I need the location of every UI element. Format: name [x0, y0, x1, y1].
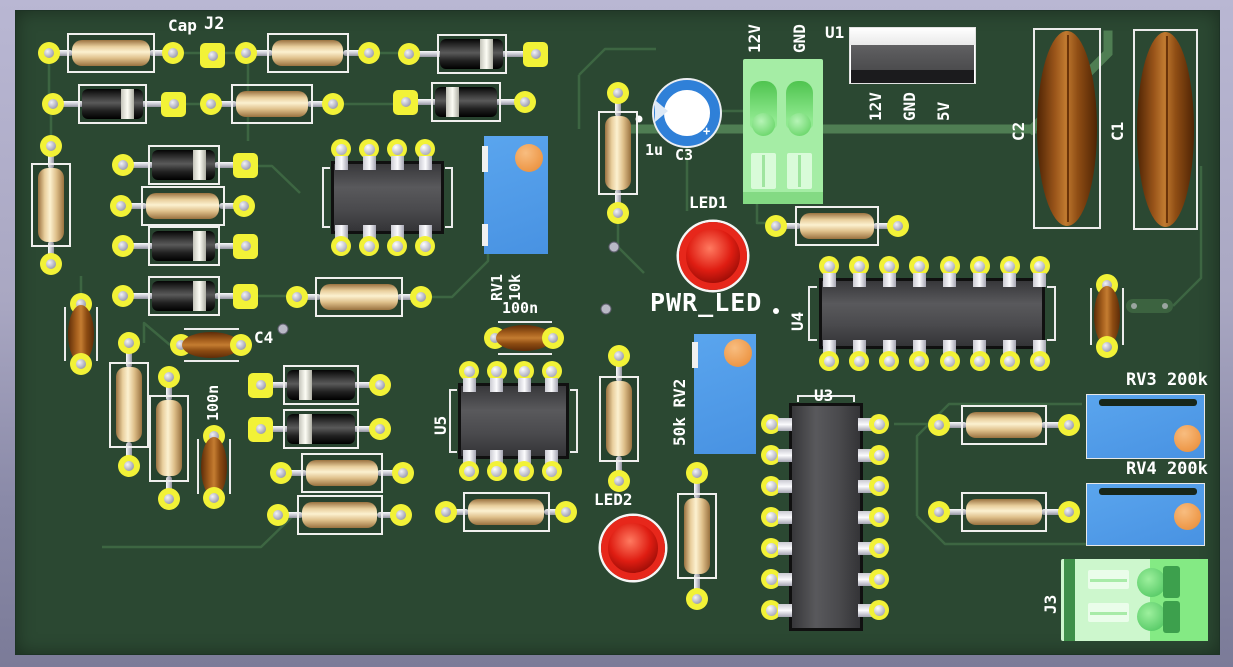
- ceramic-capacitor-c4: [170, 323, 253, 367]
- ceramic-capacitor: [1085, 274, 1129, 359]
- resistor: [267, 493, 412, 537]
- dip-ic-u3: [761, 395, 889, 631]
- film-capacitor-c1: [1133, 29, 1198, 230]
- label-rv2: 50k RV2: [670, 378, 689, 446]
- ceramic-capacitor: [59, 293, 103, 375]
- diode: [112, 143, 258, 187]
- trimmer-rv3: [1086, 394, 1205, 459]
- label-u1: U1: [825, 23, 845, 42]
- led-led1: [679, 222, 747, 290]
- label-c3: C3: [675, 146, 694, 164]
- electrolytic-capacitor-c3: [654, 80, 720, 146]
- trimmer-rv2: [692, 334, 756, 454]
- screw-slot: [751, 153, 776, 189]
- diode: [112, 224, 258, 268]
- lead-wire: [54, 50, 73, 56]
- ceramic-capacitor: [192, 425, 236, 509]
- led-led2: [601, 516, 665, 580]
- label-j2-gnd: GND: [790, 24, 809, 53]
- resistor: [435, 490, 577, 534]
- connector-j2-pad: [200, 43, 225, 68]
- label-j2-12v: 12V: [745, 24, 764, 53]
- label-pwr-led: PWR_LED: [650, 288, 763, 317]
- label-c4: C4: [254, 328, 274, 347]
- resistor: [928, 403, 1080, 447]
- label-c3-value: 1u: [645, 141, 664, 159]
- resistor: [675, 462, 719, 610]
- voltage-regulator-u1: [849, 27, 976, 84]
- diode: [112, 274, 258, 318]
- label-led2: LED2: [594, 490, 633, 509]
- resistor: [596, 82, 640, 224]
- resistor: [597, 345, 641, 492]
- resistor: [107, 332, 151, 477]
- diode: [393, 80, 536, 124]
- label-rv3: RV3 200k: [1126, 370, 1208, 390]
- resistor: [29, 135, 73, 275]
- solder-pad: [161, 91, 186, 117]
- label-j3: J3: [1041, 594, 1060, 614]
- trimmer-knob: [515, 144, 543, 172]
- label-c3-polarity: +: [703, 124, 711, 138]
- diode-body: [440, 39, 503, 69]
- ic-pin: [331, 139, 351, 170]
- label-100n-left: 100n: [204, 384, 222, 421]
- terminal-block-j3: [1061, 559, 1208, 641]
- trimmer-slot: [1099, 399, 1197, 406]
- label-cap: Cap: [168, 16, 197, 35]
- solder-pad: [358, 42, 380, 64]
- resistor-body: [72, 40, 150, 66]
- label-rv4: RV4 200k: [1126, 459, 1208, 479]
- diode: [248, 407, 391, 451]
- diode: [248, 363, 391, 407]
- resistor: [38, 31, 184, 75]
- screw-slot: [1088, 570, 1129, 589]
- ceramic-capacitor: [484, 316, 566, 360]
- via: [277, 241, 620, 335]
- resistor: [765, 204, 909, 248]
- resistor: [235, 31, 380, 75]
- label-c2: C2: [1009, 121, 1028, 141]
- solder-pad: [523, 41, 548, 67]
- resistor: [200, 82, 344, 126]
- lead-wire: [149, 50, 168, 56]
- resistor: [270, 451, 414, 495]
- resistor: [286, 275, 432, 319]
- lead-wire: [251, 50, 273, 56]
- label-led1: LED1: [689, 193, 728, 212]
- label-c1: C1: [1108, 121, 1127, 141]
- pcb-board: Cap J2 12V GND U1 12V GND 5V 1u C3 + LED…: [15, 10, 1220, 655]
- silkscreen-outline: [67, 33, 155, 73]
- resistor: [110, 184, 255, 228]
- label-u3: U3: [814, 386, 834, 405]
- solder-pad: [398, 43, 420, 65]
- screw-slot: [1088, 603, 1129, 622]
- dip-ic-u4: [808, 256, 1056, 371]
- solder-pad: [162, 42, 184, 64]
- film-capacitor-c2: [1033, 28, 1101, 229]
- screw-slot: [787, 153, 812, 189]
- solder-pad: [235, 42, 257, 64]
- terminal-block-j2: [743, 59, 823, 204]
- solder-pad: [38, 42, 60, 64]
- solder-pad: [42, 93, 64, 115]
- trimmer-rv4: [1086, 483, 1205, 546]
- label-u1-12v: 12V: [866, 92, 885, 121]
- label-100n-mid: 100n: [502, 299, 539, 317]
- resistor: [147, 366, 191, 510]
- ic-body: [331, 161, 444, 234]
- diode: [398, 32, 548, 76]
- dip-ic-u5: [449, 361, 578, 481]
- label-u1-5v: 5V: [934, 101, 953, 121]
- trace-jumper: [1126, 299, 1173, 313]
- dip-ic-8pin: [322, 139, 453, 256]
- label-u1-gnd: GND: [900, 92, 919, 121]
- resistor: [928, 490, 1080, 534]
- label-u4: U4: [788, 311, 807, 331]
- label-u5: U5: [431, 415, 450, 435]
- trimmer-rv1: [482, 136, 548, 254]
- label-j2: J2: [204, 14, 225, 34]
- diode: [42, 82, 186, 126]
